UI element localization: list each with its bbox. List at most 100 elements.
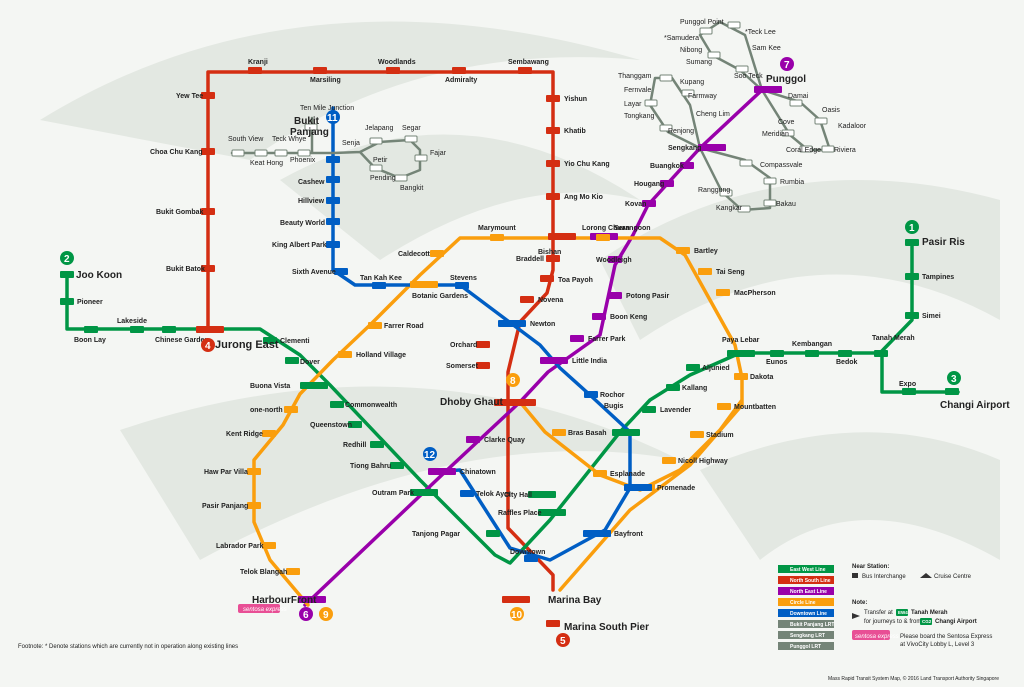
station-fernvale[interactable]: Fernvale <box>624 87 651 94</box>
station-teck-lee[interactable]: *Teck Lee <box>745 29 776 36</box>
station-bukit-panjang-2[interactable]: Panjang <box>290 127 329 138</box>
station-potong-pasir[interactable]: Potong Pasir <box>626 293 669 300</box>
station-esplanade[interactable]: Esplanade <box>610 471 645 478</box>
station-khatib[interactable]: Khatib <box>564 128 586 135</box>
station-punggol[interactable]: Punggol <box>766 74 806 85</box>
station-rochor[interactable]: Rochor <box>600 392 625 399</box>
station-bras-basah[interactable]: Bras Basah <box>568 430 607 437</box>
station-marina-south-pier[interactable]: Marina South Pier <box>564 622 649 633</box>
station-compassvale[interactable]: Compassvale <box>760 162 803 169</box>
station-chinatown[interactable]: Chinatown <box>460 469 496 476</box>
station-ang-mo-kio[interactable]: Ang Mo Kio <box>564 194 603 201</box>
station-meridian[interactable]: Meridian <box>762 131 789 138</box>
station-lakeside[interactable]: Lakeside <box>117 318 147 325</box>
station-changi-airport[interactable]: Changi Airport <box>940 400 1010 411</box>
station-farmway[interactable]: Farmway <box>688 93 717 100</box>
station-outram-park[interactable]: Outram Park <box>372 490 414 497</box>
station-harbourfront[interactable]: HarbourFront <box>252 595 317 606</box>
station-punggol-point[interactable]: Punggol Point <box>680 19 724 26</box>
station-eunos[interactable]: Eunos <box>766 359 787 366</box>
station-kembangan[interactable]: Kembangan <box>792 341 832 348</box>
station-cashew[interactable]: Cashew <box>298 179 325 186</box>
station-kallang[interactable]: Kallang <box>682 385 707 392</box>
station-tai-seng[interactable]: Tai Seng <box>716 269 745 276</box>
station-riviera[interactable]: Riviera <box>834 147 856 154</box>
station-clementi[interactable]: Clementi <box>280 338 310 345</box>
station-stadium[interactable]: Stadium <box>706 432 734 439</box>
station-pioneer[interactable]: Pioneer <box>77 299 103 306</box>
station-sixth-avenue[interactable]: Sixth Avenue <box>292 269 336 276</box>
station-admiralty[interactable]: Admiralty <box>445 77 477 84</box>
station-hillview[interactable]: Hillview <box>298 198 325 205</box>
station-haw-par-villa[interactable]: Haw Par Villa <box>204 469 248 476</box>
station-tan-kah-kee[interactable]: Tan Kah Kee <box>360 275 402 282</box>
station-holland-village[interactable]: Holland Village <box>356 352 406 359</box>
station-senja[interactable]: Senja <box>342 140 360 147</box>
station-petir[interactable]: Petir <box>373 157 388 164</box>
station-novena[interactable]: Novena <box>538 297 563 304</box>
station-raffles-place[interactable]: Raffles Place <box>498 510 542 517</box>
station-buona-vista[interactable]: Buona Vista <box>250 383 290 390</box>
station-tanjong-pagar[interactable]: Tanjong Pagar <box>412 531 460 538</box>
station-dakota[interactable]: Dakota <box>750 374 773 381</box>
station-farrer-road[interactable]: Farrer Road <box>384 323 424 330</box>
station-marymount[interactable]: Marymount <box>478 225 516 232</box>
station-promenade[interactable]: Promenade <box>657 485 695 492</box>
station-bayfront[interactable]: Bayfront <box>614 531 643 538</box>
station-woodlands[interactable]: Woodlands <box>378 59 416 66</box>
station-fajar[interactable]: Fajar <box>430 150 447 157</box>
station-boon-lay[interactable]: Boon Lay <box>74 337 106 344</box>
station-paya-lebar[interactable]: Paya Lebar <box>722 337 760 344</box>
station-pasir-ris[interactable]: Pasir Ris <box>922 237 965 248</box>
station-segar[interactable]: Segar <box>402 125 421 132</box>
station-coral-edge[interactable]: Coral Edge <box>786 147 821 154</box>
station-tiong-bahru[interactable]: Tiong Bahru <box>350 463 391 470</box>
station-lavender[interactable]: Lavender <box>660 407 691 414</box>
station-macpherson[interactable]: MacPherson <box>734 290 776 297</box>
station-kadaloor[interactable]: Kadaloor <box>838 123 867 130</box>
station-teck-whye[interactable]: Teck Whye <box>272 136 306 143</box>
station-commonwealth[interactable]: Commonwealth <box>345 402 397 409</box>
station-nicoll-highway[interactable]: Nicoll Highway <box>678 458 728 465</box>
station-telok-ayer[interactable]: Telok Ayer <box>476 491 511 498</box>
station-bakau[interactable]: Bakau <box>776 201 796 208</box>
station-layar[interactable]: Layar <box>624 101 642 108</box>
station-woodleigh[interactable]: Woodleigh <box>596 257 632 264</box>
station-simei[interactable]: Simei <box>922 313 941 320</box>
station-king-albert-park[interactable]: King Albert Park <box>272 242 327 249</box>
station-phoenix[interactable]: Phoenix <box>290 157 316 164</box>
station-samudera[interactable]: *Samudera <box>664 35 699 42</box>
station-cheng-lim[interactable]: Cheng Lim <box>696 111 730 118</box>
station-tanah-merah[interactable]: Tanah Merah <box>872 335 915 342</box>
station-beauty-world[interactable]: Beauty World <box>280 220 325 227</box>
station-bukit-batok[interactable]: Bukit Batok <box>166 266 205 273</box>
station-kranji[interactable]: Kranji <box>248 59 268 66</box>
station-caldecott[interactable]: Caldecott <box>398 251 431 258</box>
station-buangkok[interactable]: Buangkok <box>650 163 684 170</box>
station-labrador-park[interactable]: Labrador Park <box>216 543 264 550</box>
station-marina-bay[interactable]: Marina Bay <box>548 595 602 606</box>
station-chinese-garden[interactable]: Chinese Garden <box>155 337 209 344</box>
station-oasis[interactable]: Oasis <box>822 107 840 114</box>
station-keat-hong[interactable]: Keat Hong <box>250 160 283 167</box>
station-renjong[interactable]: Renjong <box>668 128 694 135</box>
station-serangoon[interactable]: Serangoon <box>614 225 651 232</box>
station-damai[interactable]: Damai <box>788 93 809 100</box>
station-jurong-east[interactable]: Jurong East <box>215 339 279 351</box>
station-botanic-gardens[interactable]: Botanic Gardens <box>412 293 468 300</box>
station-pasir-panjang[interactable]: Pasir Panjang <box>202 503 248 510</box>
station-toa-payoh[interactable]: Toa Payoh <box>558 277 593 284</box>
station-kovan[interactable]: Kovan <box>625 201 646 208</box>
station-south-view[interactable]: South View <box>228 136 264 143</box>
station-dhoby-ghaut[interactable]: Dhoby Ghaut <box>440 397 503 408</box>
station-farrer-park[interactable]: Farrer Park <box>588 336 625 343</box>
station-marsiling[interactable]: Marsiling <box>310 77 341 84</box>
station-bedok[interactable]: Bedok <box>836 359 858 366</box>
station-kangkar[interactable]: Kangkar <box>716 205 743 212</box>
station-joo-koon[interactable]: Joo Koon <box>76 270 122 281</box>
station-rumbia[interactable]: Rumbia <box>780 179 804 186</box>
station-bukit-gombak[interactable]: Bukit Gombak <box>156 209 204 216</box>
station-ten-mile-junction[interactable]: Ten Mile Junction <box>300 105 354 112</box>
station-braddell[interactable]: Braddell <box>516 256 544 263</box>
station-hougang[interactable]: Hougang <box>634 181 664 188</box>
